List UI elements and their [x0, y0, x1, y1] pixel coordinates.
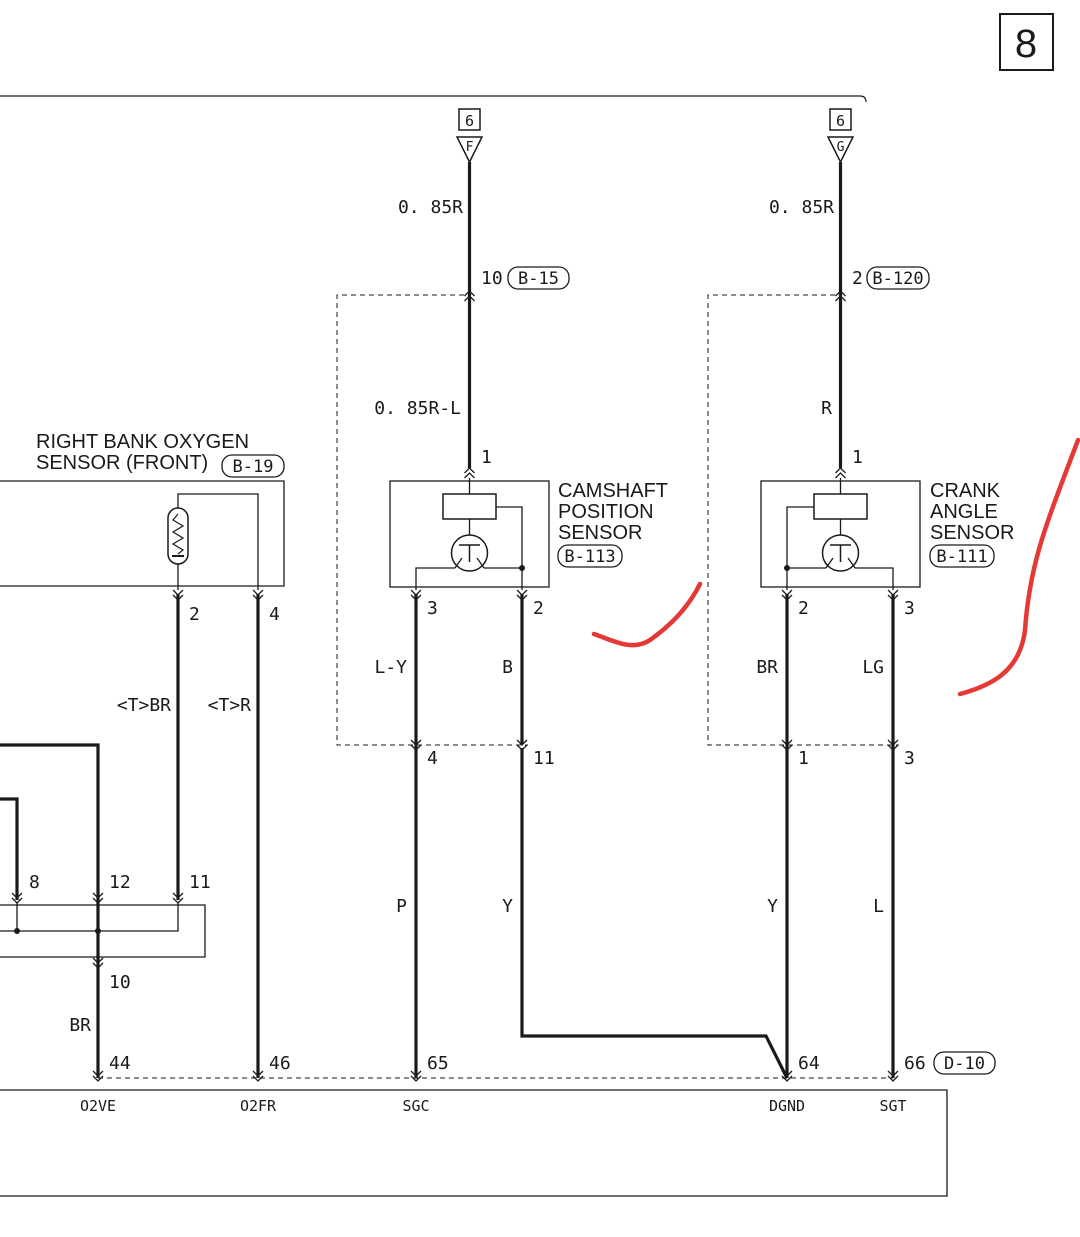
junction-pin-10: 10 [109, 972, 131, 993]
wire-label-tr: <T>R [208, 695, 252, 716]
wire-label-085r-left: 0. 85R [398, 197, 463, 218]
page-number-box [999, 13, 1054, 71]
page-number: 8 [1015, 22, 1037, 66]
ecm-pin-46: 46 [269, 1053, 291, 1074]
junction-block [0, 892, 206, 969]
wire-label-y-crank: Y [767, 896, 778, 917]
ecm-terminal-sgt: SGT [879, 1097, 906, 1115]
mid-pin-1: 1 [798, 748, 809, 769]
svg-text:F: F [466, 140, 474, 155]
crank-label-3: SENSOR [930, 522, 1014, 544]
junction-pin-11: 11 [189, 872, 211, 893]
camshaft-ref: B-113 [564, 547, 615, 567]
ecm-pin-64: 64 [798, 1053, 820, 1074]
o2-pin-2: 2 [189, 604, 200, 625]
oxygen-label-2: SENSOR (FRONT) [36, 452, 208, 474]
crank-pin-1: 1 [852, 447, 863, 468]
frame-top-line [0, 95, 867, 103]
mid-pin-11: 11 [533, 748, 555, 769]
wire-label-085rl: 0. 85R-L [374, 398, 461, 419]
cam-pin-3: 3 [427, 598, 438, 619]
ecm-box [0, 1089, 948, 1197]
red-check-mark-1 [591, 581, 703, 648]
wire-label-tbr: <T>BR [117, 695, 171, 716]
shield-dashed-lines [98, 294, 899, 1079]
wire-label-l: L [873, 896, 884, 917]
crank-ref: B-111 [936, 547, 987, 567]
mid-pin-3: 3 [904, 748, 915, 769]
camshaft-label-2: POSITION [558, 501, 654, 523]
ecm-pin-66: 66 [904, 1053, 926, 1074]
crank-sensor [760, 467, 921, 601]
ecm-pin-44: 44 [109, 1053, 131, 1074]
b15-pin: 10 [481, 268, 503, 289]
ecm-terminal-o2ve: O2VE [80, 1097, 116, 1115]
b120-ref: B-120 [872, 269, 923, 289]
wire-label-r: R [821, 398, 832, 419]
wire-label-b: B [502, 657, 513, 678]
cam-pin-2: 2 [533, 598, 544, 619]
b19-ref: B-19 [233, 457, 274, 477]
ecm-terminal-o2fr: O2FR [240, 1097, 277, 1115]
junction-pin-8: 8 [29, 872, 40, 893]
wire-label-br-bottom: BR [69, 1015, 91, 1036]
wire-label-ly: L-Y [374, 657, 407, 678]
camshaft-label-1: CAMSHAFT [558, 480, 668, 502]
crank-label-1: CRANK [930, 480, 1001, 502]
camshaft-label-3: SENSOR [558, 522, 642, 544]
camshaft-sensor [389, 467, 550, 601]
oxygen-sensor [0, 480, 285, 601]
junction-pin-12: 12 [109, 872, 131, 893]
mid-pin-4: 4 [427, 748, 438, 769]
wire-label-085r-right: 0. 85R [769, 197, 834, 218]
wire-label-br-crank: BR [756, 657, 778, 678]
red-check-mark-2 [957, 437, 1080, 697]
cam-pin-1: 1 [481, 447, 492, 468]
connector-6g: 6 G [826, 108, 855, 164]
wire-label-lg: LG [862, 657, 884, 678]
oxygen-label-1: RIGHT BANK OXYGEN [36, 431, 249, 453]
b120-ref-box [866, 266, 930, 290]
svg-text:G: G [837, 140, 845, 155]
crank-pin-3: 3 [904, 598, 915, 619]
ecm-pin-65: 65 [427, 1053, 449, 1074]
wire-label-y-cam: Y [502, 896, 513, 917]
crank-pin-2: 2 [798, 598, 809, 619]
ecm-terminal-dgnd: DGND [769, 1097, 805, 1115]
d10-ref: D-10 [944, 1054, 985, 1074]
o2-pin-4: 4 [269, 604, 280, 625]
wire-label-p: P [396, 896, 407, 917]
svg-text:6: 6 [465, 112, 474, 130]
wire-lines [0, 162, 895, 1079]
b15-ref: B-15 [518, 269, 559, 289]
crank-label-2: ANGLE [930, 501, 998, 523]
b120-pin: 2 [852, 268, 863, 289]
svg-text:6: 6 [836, 112, 845, 130]
b15-ref-box [507, 266, 570, 290]
ecm-terminal-sgc: SGC [402, 1097, 429, 1115]
connector-6f: 6 F [455, 108, 484, 164]
